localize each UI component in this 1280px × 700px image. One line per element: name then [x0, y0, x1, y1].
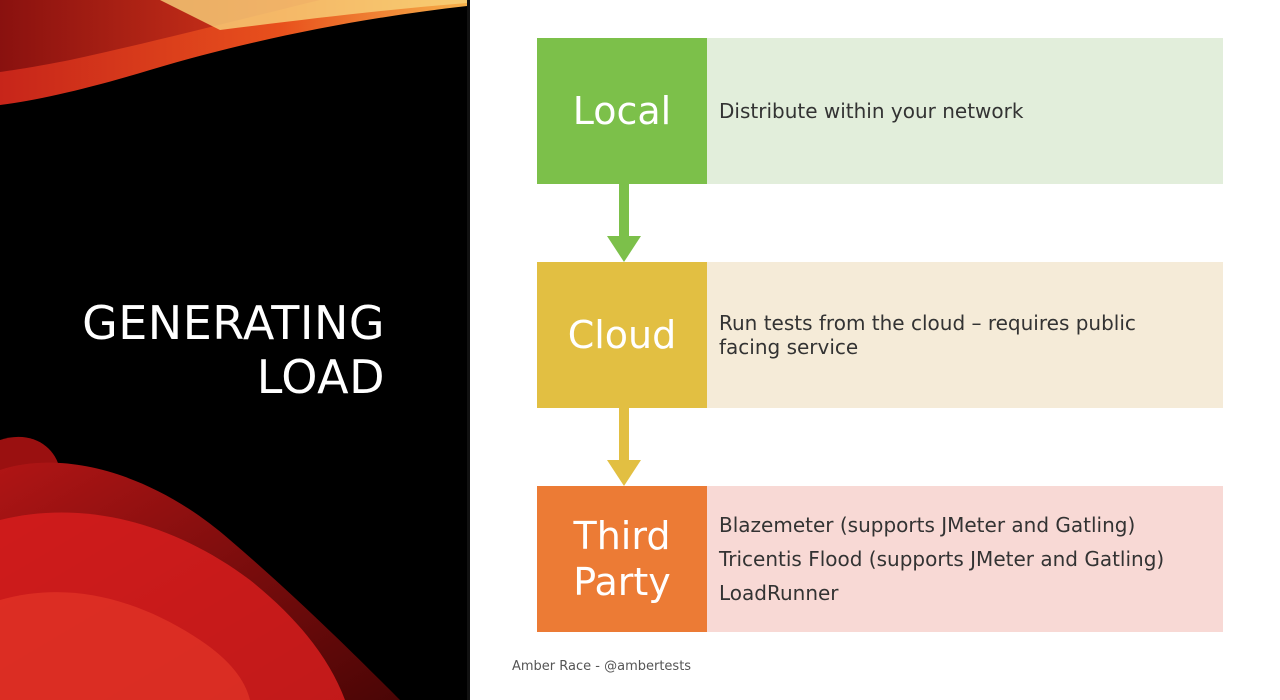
slide-footer: Amber Race - @ambertests — [512, 659, 692, 674]
row-local-description: Distribute within your network — [707, 38, 1223, 184]
row-cloud-line-1: Run tests from the cloud – requires publ… — [719, 311, 1136, 335]
arrow-down-icon — [607, 184, 641, 262]
row-local-label: Local — [572, 89, 672, 133]
row-cloud-label-box: Cloud — [537, 262, 707, 408]
row-third-party-label-box: Third Party — [537, 486, 707, 632]
row-local: Local Distribute within your network — [537, 38, 1223, 184]
content-panel: Local Distribute within your network Clo… — [470, 0, 1280, 700]
arrow-down-icon — [607, 408, 641, 486]
row-third-party-label: Third Party — [573, 513, 671, 605]
row-third-party-description: Blazemeter (supports JMeter and Gatling)… — [707, 486, 1223, 632]
row-cloud: Cloud Run tests from the cloud – require… — [537, 262, 1223, 408]
row-third-party-line-3: LoadRunner — [719, 581, 839, 605]
panel-divider — [467, 0, 470, 700]
decorative-swirl-art — [0, 0, 467, 700]
row-third-party-label-line2: Party — [573, 560, 671, 604]
row-third-party-line-2: Tricentis Flood (supports JMeter and Gat… — [719, 547, 1165, 571]
row-third-party: Third Party Blazemeter (supports JMeter … — [537, 486, 1223, 632]
row-cloud-label: Cloud — [567, 313, 677, 357]
slide-title: GENERATING LOAD — [82, 296, 385, 404]
slide-title-line1: GENERATING — [82, 296, 385, 350]
slide-title-line2: LOAD — [256, 350, 385, 404]
row-cloud-description: Run tests from the cloud – requires publ… — [707, 262, 1223, 408]
row-local-label-box: Local — [537, 38, 707, 184]
row-third-party-label-line1: Third — [573, 514, 671, 558]
title-panel: GENERATING LOAD — [0, 0, 467, 700]
row-third-party-line-1: Blazemeter (supports JMeter and Gatling) — [719, 513, 1136, 537]
row-local-line: Distribute within your network — [719, 99, 1024, 123]
row-cloud-line-2: facing service — [719, 335, 859, 359]
